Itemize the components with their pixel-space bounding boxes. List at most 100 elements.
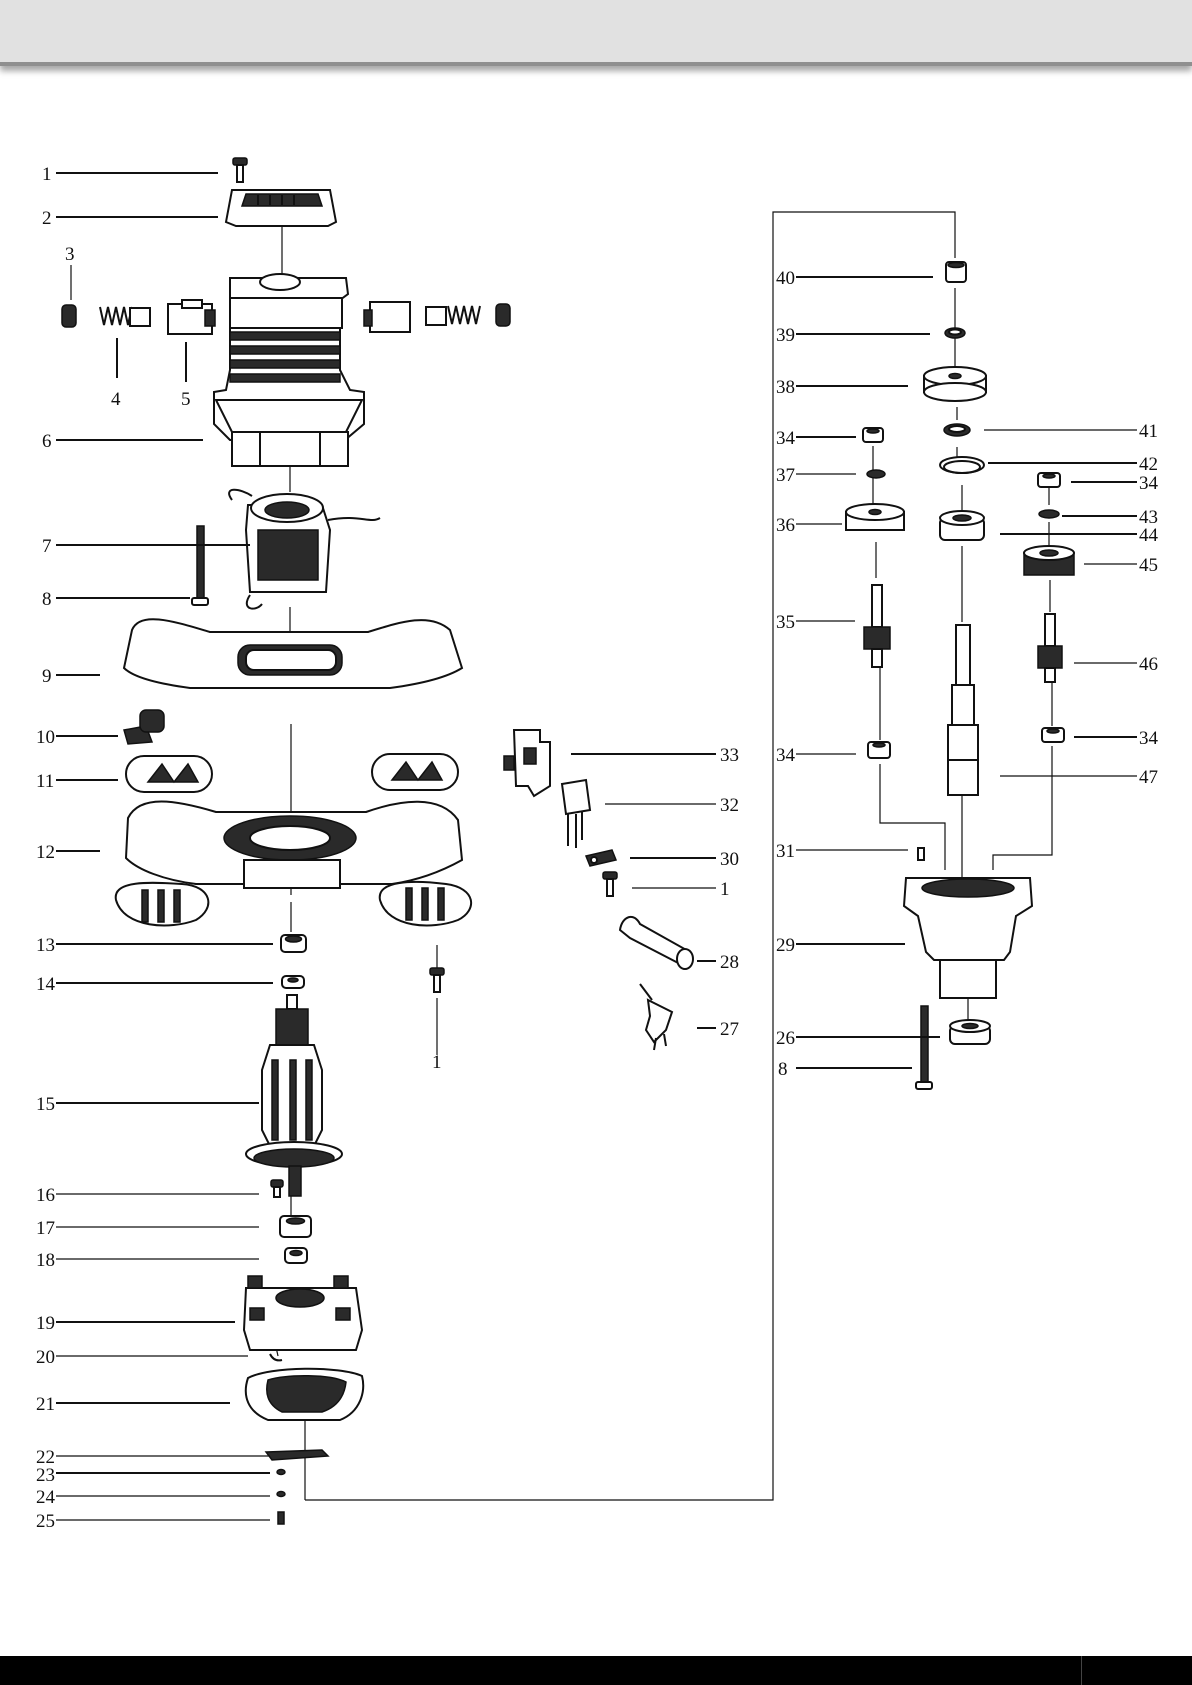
part-4-brush-spring-right	[448, 306, 480, 324]
part-14-washer	[282, 976, 304, 988]
label-part-10: 10	[36, 727, 55, 748]
label-part-37: 37	[776, 465, 795, 486]
part-1-screw-middle	[430, 968, 444, 992]
label-part-6: 6	[42, 431, 52, 452]
part-37-circlip	[867, 470, 885, 478]
footer-band	[0, 1656, 1192, 1685]
label-part-34-d: 34	[1139, 728, 1159, 749]
label-part-1-c: 1	[720, 879, 730, 900]
part-12-handle-cover-left	[116, 883, 209, 926]
label-part-47: 47	[1139, 767, 1158, 788]
part-39-circlip	[945, 328, 965, 338]
part-21-base-plate	[246, 1369, 363, 1420]
label-part-18: 18	[36, 1250, 55, 1271]
part-17-bearing	[280, 1216, 311, 1237]
part-11-grip-pad-left	[126, 756, 212, 792]
label-part-8: 8	[42, 589, 52, 610]
part-34-bushing-c	[1038, 473, 1060, 487]
part-1-screw	[233, 158, 247, 182]
part-30-cord-clamp	[586, 850, 616, 866]
label-part-42: 42	[1139, 454, 1158, 475]
part-36-gear-disc	[846, 504, 904, 530]
part-9-upper-base-frame	[124, 619, 462, 688]
label-part-5: 5	[181, 389, 191, 410]
label-part-35: 35	[776, 612, 795, 633]
part-38-disc	[924, 367, 986, 401]
part-4-carbon-brush-right	[426, 307, 446, 325]
part-1-screw-right	[603, 872, 617, 896]
part-13-bearing	[281, 935, 306, 952]
label-part-4: 4	[111, 389, 121, 410]
label-part-32: 32	[720, 795, 739, 816]
label-part-24: 24	[36, 1487, 56, 1508]
part-34-bushing-a	[863, 428, 883, 442]
part-44-bearing	[940, 511, 984, 540]
part-10-switch-knob	[124, 710, 164, 744]
part-8-long-screw-left	[192, 526, 208, 605]
part-5-brush-holder-right	[364, 302, 410, 332]
label-part-40: 40	[776, 268, 795, 289]
part-20-clip	[270, 1354, 282, 1360]
part-23-washer	[277, 1470, 285, 1475]
label-part-14: 14	[36, 974, 56, 995]
part-33-switch	[504, 730, 550, 796]
label-part-36: 36	[776, 515, 795, 536]
label-part-41: 41	[1139, 421, 1158, 442]
part-28-cord-guard	[620, 917, 693, 969]
part-8-long-screw-right	[916, 1006, 932, 1089]
label-part-3: 3	[65, 244, 75, 265]
label-part-29: 29	[776, 935, 795, 956]
label-part-15: 15	[36, 1094, 55, 1115]
part-18-washer	[285, 1248, 307, 1263]
label-part-45: 45	[1139, 555, 1158, 576]
label-part-1: 1	[42, 164, 52, 185]
part-16-screw	[271, 1180, 283, 1197]
label-part-19: 19	[36, 1313, 55, 1334]
part-40-bushing	[946, 262, 966, 282]
label-part-27: 27	[720, 1019, 739, 1040]
label-part-34-b: 34	[776, 745, 796, 766]
footer-tab-divider	[1081, 1656, 1112, 1685]
part-4-brush-spring-left	[100, 307, 132, 325]
part-34-bushing-b	[868, 742, 890, 758]
label-part-34-c: 34	[1139, 473, 1159, 494]
part-24-washer	[277, 1492, 285, 1497]
label-part-16: 16	[36, 1185, 55, 1206]
label-part-31: 31	[776, 841, 795, 862]
label-part-2: 2	[42, 208, 52, 229]
label-part-28: 28	[720, 952, 739, 973]
label-part-39: 39	[776, 325, 795, 346]
part-2-top-cap	[226, 190, 336, 226]
label-part-9: 9	[42, 666, 52, 687]
label-part-20: 20	[36, 1347, 55, 1368]
label-part-30: 30	[720, 849, 739, 870]
label-part-7: 7	[42, 536, 52, 557]
part-25-screw	[278, 1512, 284, 1524]
label-part-11: 11	[36, 771, 54, 792]
part-12-lower-base	[126, 802, 462, 889]
part-32-capacitor	[562, 780, 590, 848]
part-12-handle-cover-right	[380, 882, 471, 926]
part-15-armature	[246, 995, 342, 1196]
part-4-carbon-brush-left	[130, 308, 150, 326]
part-45-gear	[1024, 546, 1074, 575]
part-6-motor-housing	[214, 274, 364, 466]
part-3-brush-cap-right	[496, 304, 510, 326]
label-part-21: 21	[36, 1394, 55, 1415]
part-42-retaining-ring	[940, 457, 984, 473]
label-part-33: 33	[720, 745, 739, 766]
part-47-spindle	[948, 625, 978, 795]
part-22-shim-plate	[266, 1450, 328, 1460]
label-part-8-b: 8	[778, 1059, 788, 1080]
part-41-circlip	[944, 424, 970, 436]
part-3-brush-cap-left	[62, 305, 76, 327]
part-19-gear-housing	[244, 1276, 362, 1350]
part-43-circlip	[1039, 510, 1059, 518]
part-7-stator	[229, 490, 380, 609]
label-part-44: 44	[1139, 525, 1159, 546]
part-35-pinion-shaft	[864, 585, 890, 667]
part-11-grip-pad-right	[372, 754, 458, 790]
label-part-34-a: 34	[776, 428, 796, 449]
label-part-38: 38	[776, 377, 795, 398]
